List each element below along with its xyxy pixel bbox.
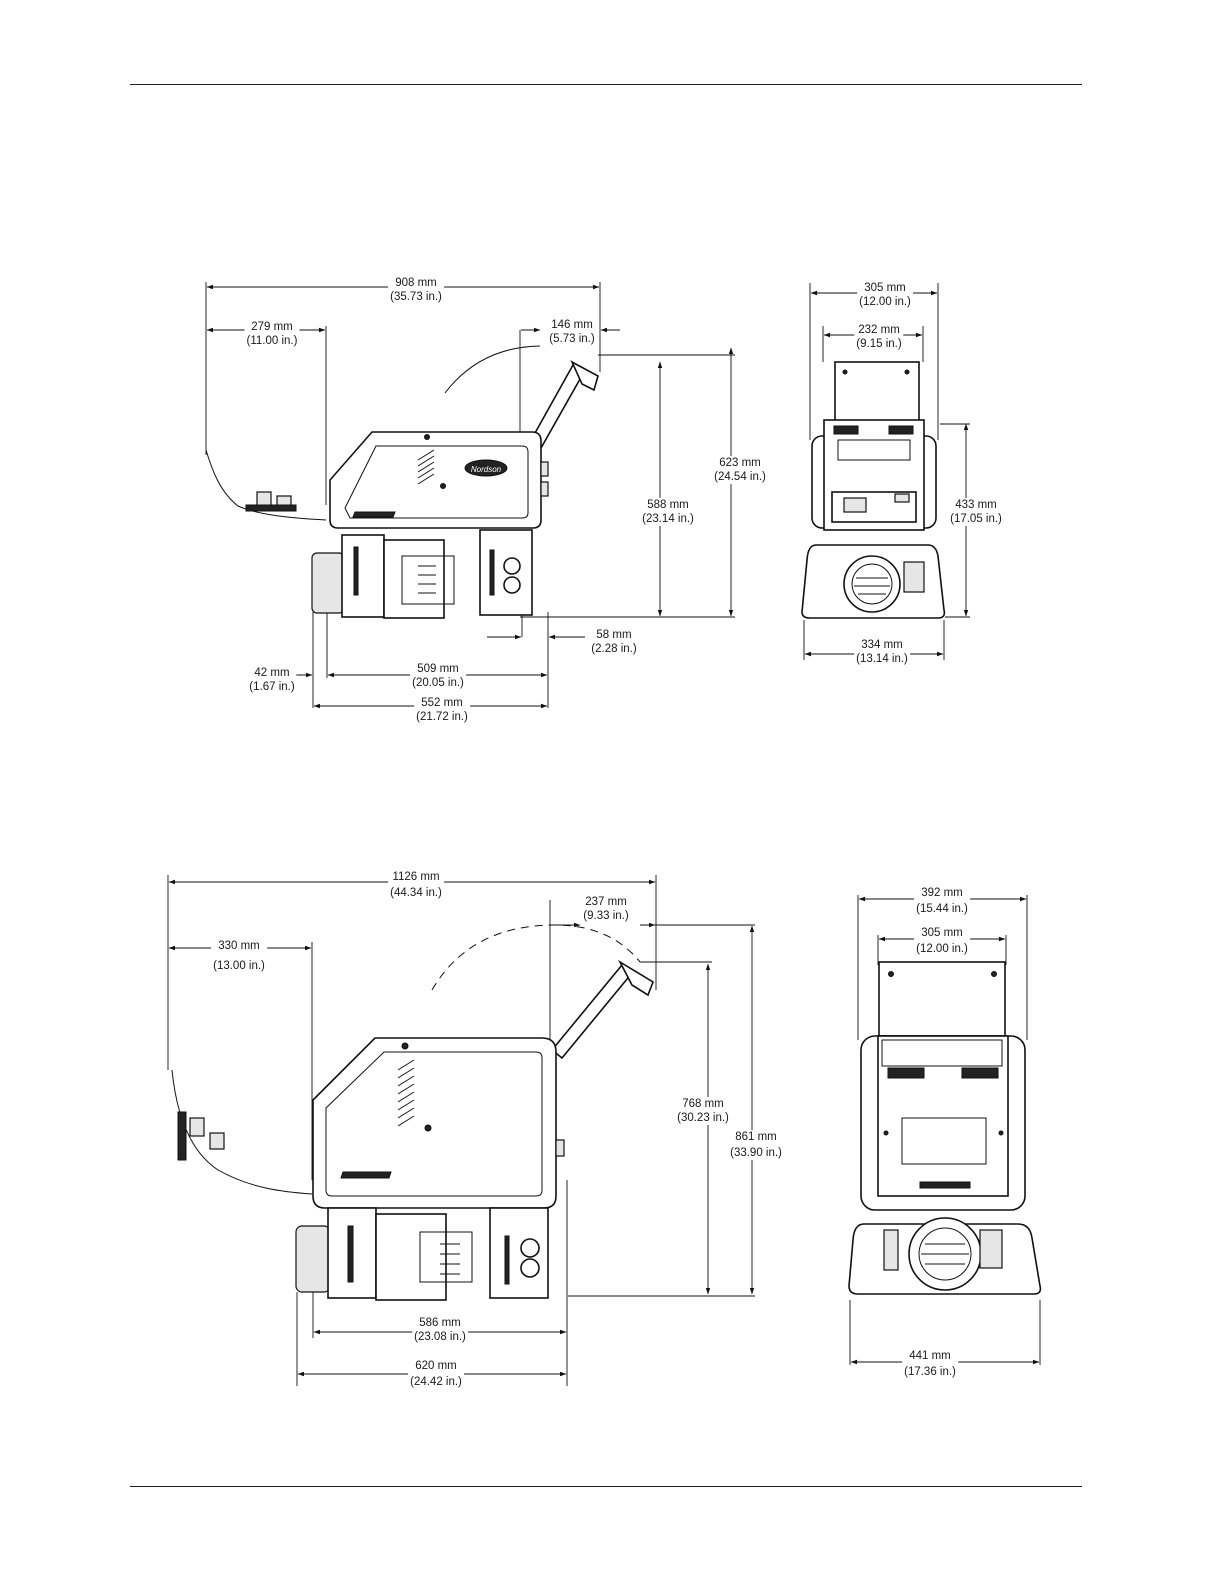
dim-bottom-overall-width: 1126 mm(44.34 in.) [388, 870, 444, 900]
header-rule [130, 84, 1082, 85]
dim-bottom-overall-depth: 620 mm(24.42 in.) [408, 1359, 464, 1389]
dim-top-front-body-height: 433 mm(17.05 in.) [948, 498, 1004, 526]
brand-logo: Nordson [471, 465, 502, 474]
dim-bottom-rear-extension: 330 mm(13.00 in.) [211, 939, 267, 973]
dim-top-front-overall-width: 305 mm(12.00 in.) [857, 281, 913, 309]
dim-top-motor-offset: 42 mm(1.67 in.) [247, 666, 297, 694]
dim-top-overall-width: 908 mm(35.73 in.) [388, 276, 444, 304]
dim-top-base-depth: 509 mm(20.05 in.) [410, 662, 466, 690]
dim-top-front-offset: 58 mm(2.28 in.) [589, 628, 639, 656]
dim-top-height-lid-open: 623 mm(24.54 in.) [712, 456, 768, 484]
dim-bottom-lid-offset: 237 mm(9.33 in.) [581, 895, 631, 923]
dim-bottom-base-depth: 586 mm(23.08 in.) [412, 1316, 468, 1344]
dim-top-front-base-width: 334 mm(13.14 in.) [854, 638, 910, 666]
bottom-front-view [848, 895, 1042, 1365]
dim-top-overall-depth: 552 mm(21.72 in.) [414, 696, 470, 724]
dim-bottom-front-overall-width: 392 mm(15.44 in.) [914, 886, 970, 916]
bottom-side-view [167, 875, 755, 1386]
dim-bottom-height-lid-open: 861 mm(33.90 in.) [728, 1130, 784, 1160]
dim-bottom-height-to-lid: 768 mm(30.23 in.) [675, 1097, 731, 1125]
dim-top-front-hopper-width: 232 mm(9.15 in.) [854, 323, 904, 351]
dim-top-height-to-lid: 588 mm(23.14 in.) [640, 498, 696, 526]
dim-bottom-front-base-width: 441 mm(17.36 in.) [902, 1349, 958, 1379]
footer-rule [130, 1486, 1082, 1487]
top-front-view [801, 283, 970, 660]
dim-top-rear-extension: 279 mm(11.00 in.) [244, 320, 300, 348]
dim-top-lid-offset: 146 mm(5.73 in.) [547, 318, 597, 346]
dim-bottom-front-hopper-width: 305 mm(12.00 in.) [914, 926, 970, 956]
